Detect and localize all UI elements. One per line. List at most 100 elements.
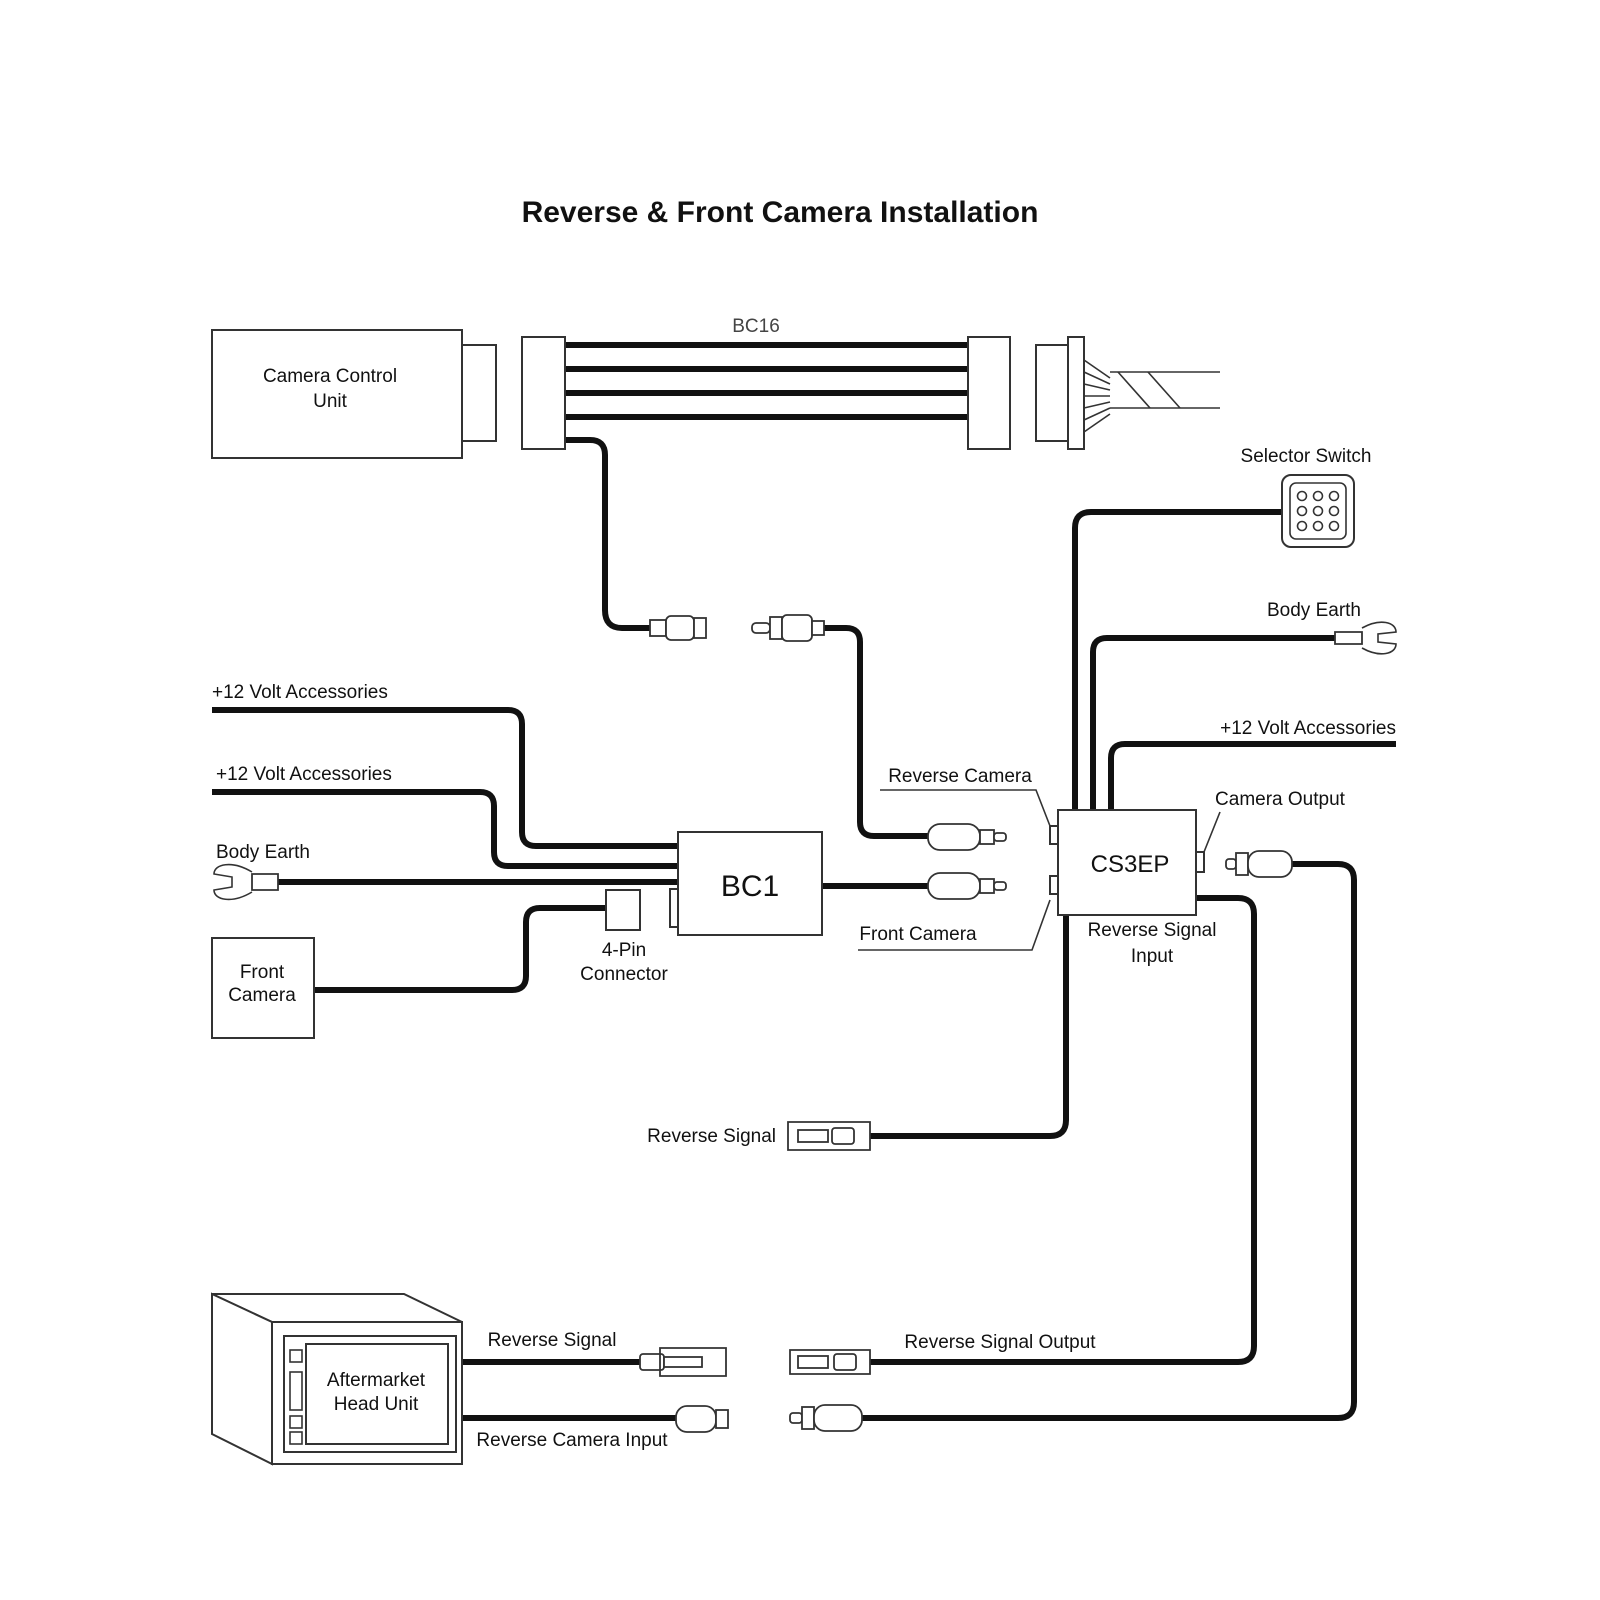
rca-body [665, 615, 695, 641]
reverse-camera-rca-plug [751, 614, 825, 642]
rca-body [675, 1405, 717, 1433]
ring-terminal-ring [213, 863, 253, 901]
front-camera-body [211, 937, 315, 1039]
rca-pin [751, 622, 771, 634]
rca-collar [769, 616, 783, 640]
rca-pin [1225, 858, 1237, 870]
camera-output-rca [1225, 850, 1293, 878]
accessories-left-1-label: +12 Volt Accessories [212, 682, 388, 703]
reverse-signal-output-connector [789, 1349, 871, 1375]
camera-control-unit-plug [461, 344, 497, 442]
bc1-body [677, 831, 823, 936]
selector-switch-body [1281, 474, 1355, 548]
camera-control-unit-body [211, 329, 463, 459]
rca-boot [649, 619, 667, 637]
bc16-harness: BC16 [521, 316, 1011, 450]
wires [212, 342, 1396, 1421]
head-unit-reverse-signal-connector [639, 1347, 727, 1377]
cs3ep-front-camera-port [1049, 875, 1059, 895]
cs3ep-label: CS3EP [1091, 851, 1170, 878]
head-unit-button [289, 1371, 303, 1411]
rca-pin [993, 832, 1007, 842]
reverse-camera-label: Reverse Camera [888, 766, 1032, 787]
reverse-camera-input-label: Reverse Camera Input [476, 1430, 668, 1451]
front-camera-input-rca [927, 872, 1007, 900]
bc1-module: BC1 [669, 831, 823, 936]
four-pin-connector: 4-Pin Connector [580, 889, 668, 985]
camera-output-leader [1203, 811, 1221, 853]
selector-switch-face [1289, 482, 1347, 540]
selector-switch-buttons [1296, 490, 1340, 532]
spade-crimp [831, 1127, 855, 1145]
reverse-signal-label: Reverse Signal [647, 1126, 776, 1147]
accessories-left-2-label: +12 Volt Accessories [216, 764, 392, 785]
front-camera-label-line1: Front [240, 962, 285, 983]
reverse-camera-input-rca [927, 823, 1007, 851]
accessories-wire-2 [212, 789, 678, 869]
reverse-signal-input-label-line1: Reverse Signal [1088, 920, 1217, 941]
reverse-camera-leader [880, 789, 1051, 827]
reverse-signal-output-label: Reverse Signal Output [904, 1332, 1096, 1353]
body-earth-left-label: Body Earth [216, 842, 310, 863]
spade-socket [797, 1355, 829, 1369]
rca-pin [993, 881, 1007, 891]
vehicle-cable-hatch [1117, 371, 1181, 409]
head-unit-button [289, 1415, 303, 1429]
selector-switch-wire [1072, 509, 1282, 810]
vehicle-connector-flange [1067, 336, 1085, 450]
reverse-camera-wire [822, 625, 928, 839]
diagram-title: Reverse & Front Camera Installation [522, 196, 1039, 229]
rca-socket [693, 617, 707, 639]
reverse-signal-input-label-line2: Input [1131, 946, 1174, 967]
bc16-tap-wire [565, 437, 650, 631]
rca-body [813, 1404, 863, 1432]
rca-collar [801, 1406, 815, 1430]
head-unit-reverse-signal-label: Reverse Signal [488, 1330, 617, 1351]
head-unit-side [211, 1292, 273, 1466]
front-camera-port-leader [858, 899, 1051, 951]
bc16-right-connector [967, 336, 1011, 450]
bc16-left-connector [521, 336, 566, 450]
camera-control-unit: Camera Control Unit [211, 329, 497, 459]
vehicle-connector [1035, 336, 1220, 450]
reverse-signal-wire [870, 915, 1069, 1139]
rca-body [781, 614, 813, 642]
camera-output-wire [862, 861, 1357, 1421]
rca-body [927, 823, 981, 851]
rca-socket [715, 1409, 729, 1429]
reverse-signal-connector: Reverse Signal [647, 1121, 871, 1151]
accessories-right-label: +12 Volt Accessories [1220, 718, 1396, 739]
head-unit-label-line2: Head Unit [334, 1394, 419, 1415]
camera-output-label: Camera Output [1215, 789, 1346, 810]
camera-control-unit-label-line1: Camera Control [263, 366, 397, 387]
camera-control-unit-label-line2: Unit [313, 391, 348, 412]
cs3ep-reverse-camera-port [1049, 825, 1059, 845]
head-unit-button [289, 1349, 303, 1363]
body-earth-wire-right [1090, 635, 1335, 810]
four-pin-connector-body [605, 889, 641, 931]
aftermarket-head-unit: Aftermarket Head Unit [211, 1292, 463, 1466]
four-pin-connector-label-line2: Connector [580, 964, 668, 985]
head-unit-button [289, 1431, 303, 1445]
bc1-label: BC1 [721, 870, 779, 903]
front-camera-label-line2: Camera [228, 985, 296, 1006]
selector-switch-label: Selector Switch [1241, 446, 1372, 467]
body-earth-right-label: Body Earth [1267, 600, 1361, 621]
rca-boot [811, 620, 825, 636]
reverse-signal-output-wire [870, 895, 1257, 1365]
body-earth-right-crimp [1334, 631, 1363, 645]
front-camera: Front Camera [211, 937, 315, 1039]
head-unit-camera-input-rca [675, 1405, 729, 1433]
spade-crimp [833, 1353, 857, 1371]
body-earth-left-ring-terminal-icon [213, 863, 279, 901]
body-earth-right: Body Earth [1267, 600, 1397, 655]
vehicle-connector-plug [1035, 344, 1073, 442]
rca-body [1247, 850, 1293, 878]
rca-collar [979, 829, 995, 845]
ring-terminal-crimp [251, 873, 279, 891]
spade-housing [659, 1347, 727, 1377]
four-pin-connector-label-line1: 4-Pin [602, 940, 646, 961]
cs3ep-module: CS3EP [1049, 809, 1205, 916]
accessories-wire-1 [212, 707, 678, 849]
